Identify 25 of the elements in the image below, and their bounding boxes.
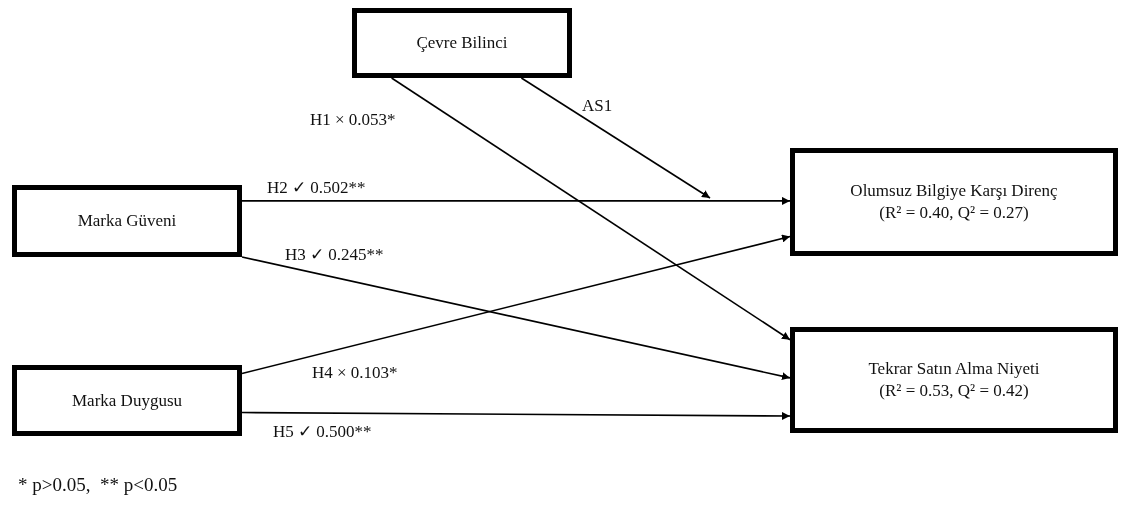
construct-box <box>790 327 1118 433</box>
construct-name: Marka Güveni <box>77 210 177 232</box>
construct-name: Marka Duygusu <box>72 389 182 412</box>
fit-statistics: (R² = 0.53, Q² = 0.42) <box>879 380 1029 402</box>
construct-box <box>352 8 572 78</box>
path-arrow <box>241 256 791 381</box>
path-arrow <box>520 77 711 199</box>
edge-label: H4 × 0.103* <box>312 363 398 383</box>
edge-label: H3 ✓ 0.245** <box>285 245 384 265</box>
construct-name: Tekrar Satın Alma Niyeti <box>868 358 1040 380</box>
edge-label: H2 ✓ 0.502** <box>267 178 366 198</box>
construct-box <box>790 148 1118 256</box>
path-arrow <box>390 77 791 341</box>
construct-name: Çevre Bilinci <box>416 32 508 54</box>
construct-name: Olumsuz Bilgiye Karşı Direnç <box>850 180 1058 202</box>
path-arrow <box>241 411 791 420</box>
fit-statistics: (R² = 0.40, Q² = 0.27) <box>879 202 1029 224</box>
path-arrow <box>241 196 791 205</box>
significance-note: * p>0.05, ** p<0.05 <box>18 474 178 496</box>
edge-label: H5 ✓ 0.500** <box>273 422 372 442</box>
construct-box <box>12 185 242 257</box>
edge-label: AS1 <box>582 96 613 116</box>
edge-label: H1 × 0.053* <box>310 110 396 130</box>
path-arrow <box>241 234 791 375</box>
construct-box <box>12 365 242 436</box>
